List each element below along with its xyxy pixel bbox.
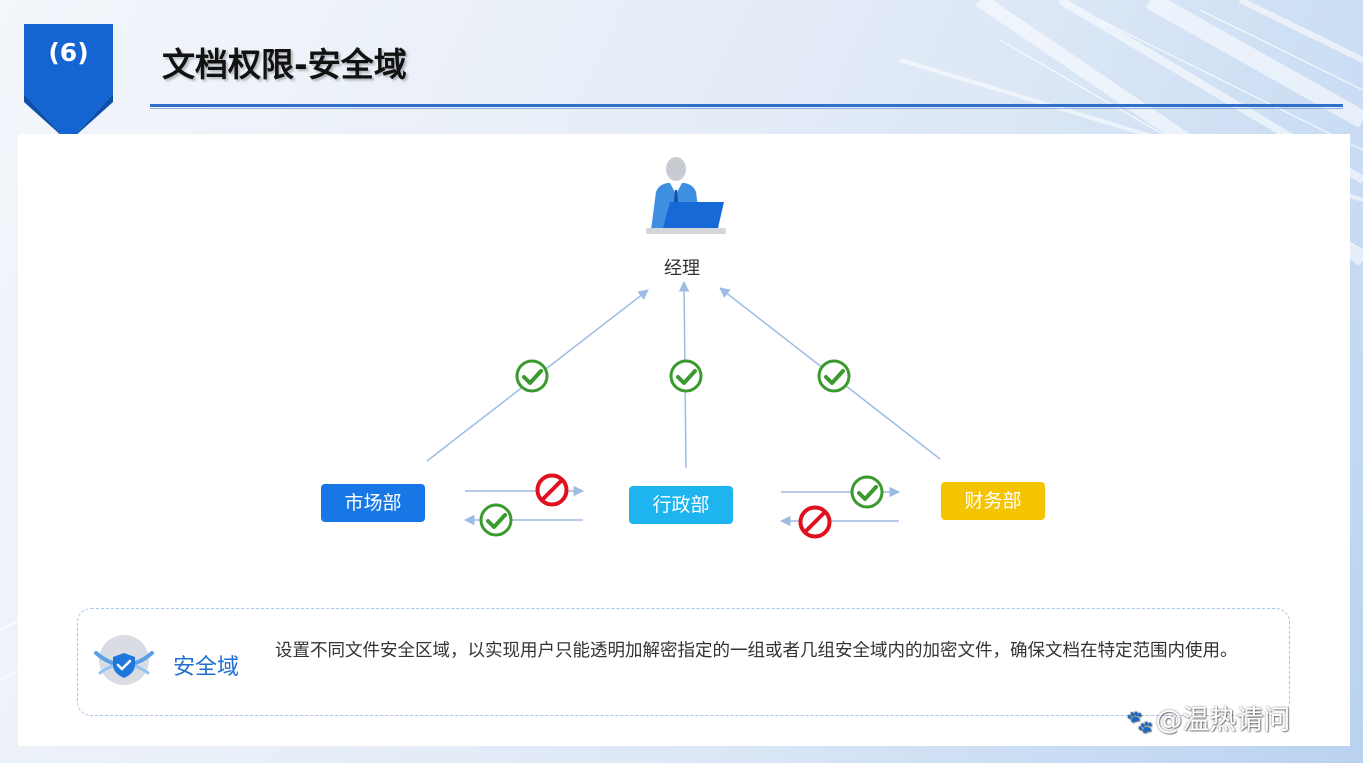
department-admin: 行政部 — [629, 486, 733, 524]
title-underline-thin — [150, 108, 1343, 109]
denied-prohibit-icon — [798, 505, 832, 539]
allowed-check-icon — [669, 359, 703, 393]
info-description: 设置不同文件安全区域，以实现用户只能透明加解密指定的一组或者几组安全域内的加密文… — [275, 641, 1238, 661]
allowed-check-icon — [817, 359, 851, 393]
section-number: (6) — [48, 38, 89, 67]
security-domain-info: 安全域 设置不同文件安全区域，以实现用户只能透明加解密指定的一组或者几组安全域内… — [77, 608, 1290, 716]
manager-label: 经理 — [664, 258, 700, 279]
allowed-check-icon — [515, 359, 549, 393]
watermark-text: @温热请问 — [1155, 705, 1291, 736]
permission-diagram — [426, 157, 941, 539]
department-market: 市场部 — [321, 484, 425, 522]
shield-icon — [94, 635, 154, 685]
info-title: 安全域 — [173, 655, 240, 680]
denied-prohibit-icon — [535, 473, 569, 507]
content-panel: 经理 市场部 行政部 财务部 安全域 设置不同文件安全区域，以实现用户只能透明加… — [18, 134, 1350, 746]
section-badge-shape — [24, 24, 113, 142]
page-title: 文档权限-安全域 — [162, 45, 407, 84]
watermark: 🐾@温热请问 — [1126, 698, 1290, 737]
allowed-check-icon — [850, 475, 884, 509]
department-finance: 财务部 — [941, 482, 1045, 520]
allowed-check-icon — [479, 503, 513, 537]
title-underline — [150, 104, 1343, 107]
manager-person-icon — [646, 157, 726, 234]
paw-icon: 🐾 — [1126, 710, 1154, 735]
